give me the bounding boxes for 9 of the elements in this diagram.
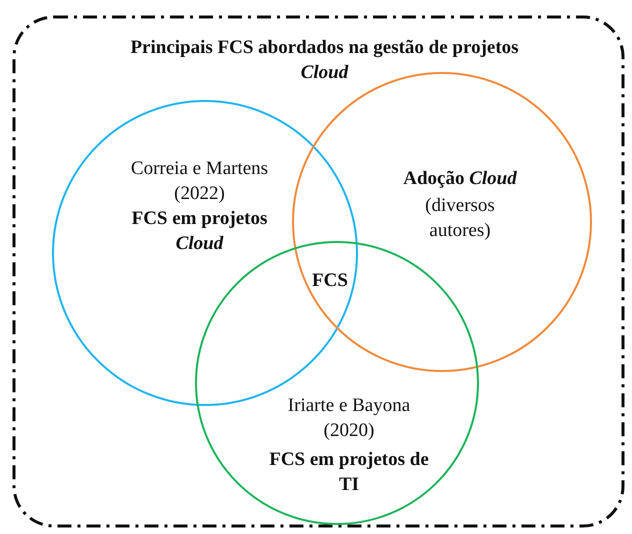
topic-text: FCS em projetos Cloud <box>130 207 268 256</box>
dashed-frame <box>12 15 625 528</box>
source-text: Correia e Martens (2022) <box>130 157 270 206</box>
frame-heading: Principais FCS abordados na gestão de projetos Cloud <box>129 36 520 85</box>
overlap-label: FCS <box>312 269 348 293</box>
topic-text: Adoção Cloud <box>402 167 518 191</box>
source-text: Iriarte e Bayona (2020) <box>286 394 412 443</box>
source-text: (diversos autores) <box>424 194 496 243</box>
topic-text: FCS em projetos de TI <box>268 448 430 497</box>
